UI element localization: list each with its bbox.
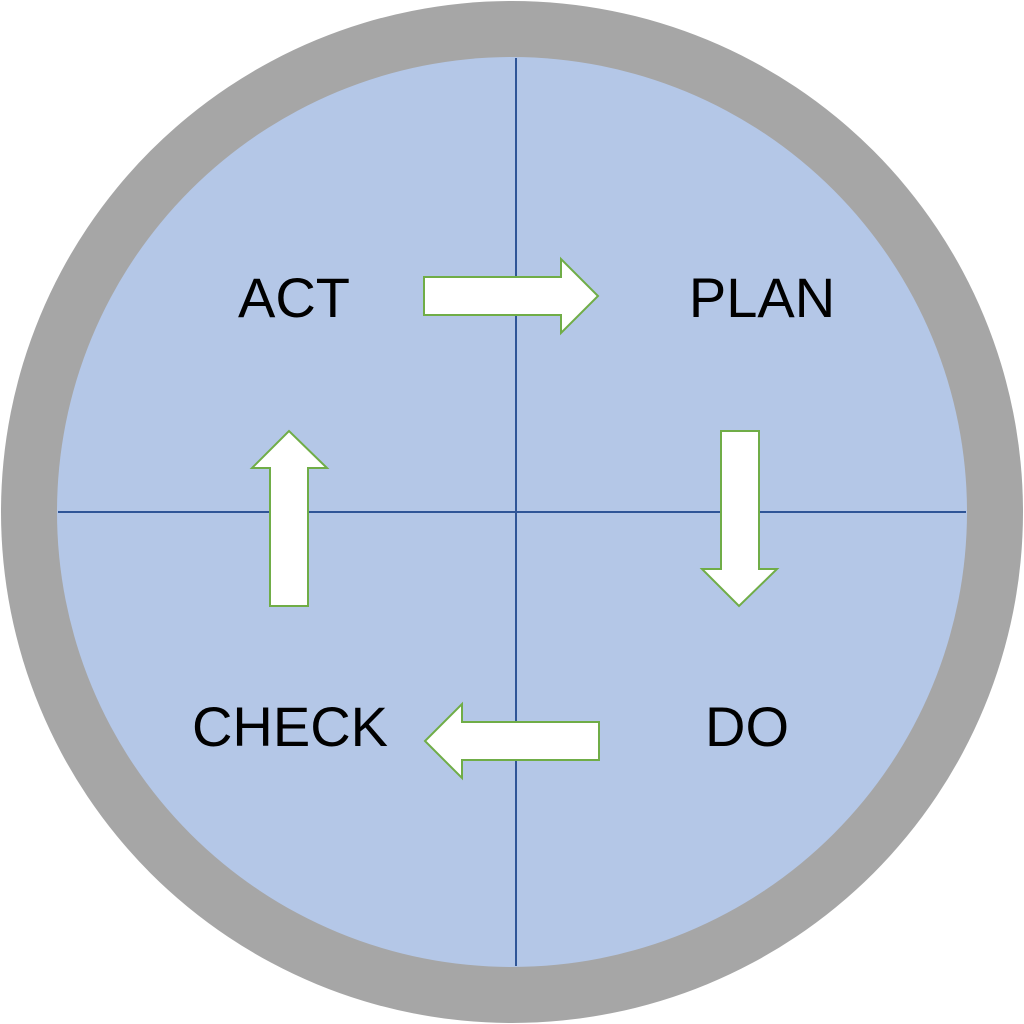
stage-label-act: ACT xyxy=(238,266,350,329)
arrow-left-icon xyxy=(423,701,600,781)
stage-label-do: DO xyxy=(705,695,789,758)
stage-label-check: CHECK xyxy=(192,695,388,758)
stage-label-plan: PLAN xyxy=(689,266,835,329)
arrow-up-icon xyxy=(249,429,330,607)
arrow-right-icon xyxy=(423,256,600,336)
arrow-down-icon xyxy=(699,430,780,608)
